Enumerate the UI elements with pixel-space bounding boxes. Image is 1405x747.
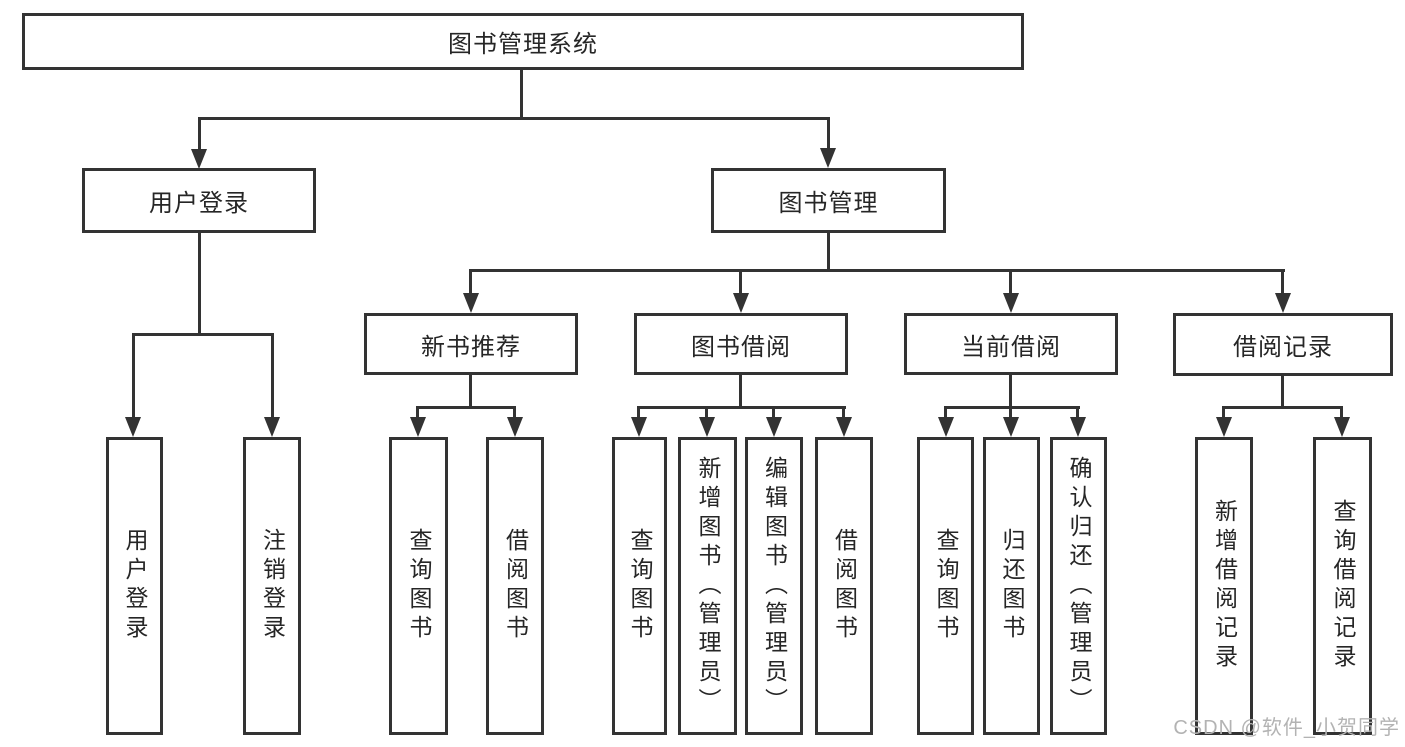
edge-to-current-confirm [1076,406,1079,418]
leaf-borrow-borrow-book-label: 借阅图书 [831,528,858,644]
edge-records-branch [1222,406,1343,409]
arrowhead-to-borrowing-borrow [836,417,852,437]
arrowhead-to-borrowing-records [1275,293,1291,313]
arrowhead-to-book-borrowing [733,293,749,313]
leaf-current-return-book: 归还图书 [983,437,1040,735]
arrowhead-to-borrowing-query [631,417,647,437]
leaf-recommend-borrow-book: 借阅图书 [486,437,544,735]
leaf-records-query-record-label: 查询借阅记录 [1330,499,1356,673]
edge-to-records-query [1340,406,1343,418]
edge-current-branch [944,406,1080,409]
leaf-borrow-edit-book-admin-label: 编辑图书（管理员） [761,455,788,717]
edge-current-stem [1009,375,1012,408]
leaf-user-login-label: 用户登录 [122,528,148,644]
edge-root-to-book-management [827,117,830,149]
edge-book-management-stem [827,231,830,271]
arrowhead-to-recommend-query [410,417,426,437]
edge-user-login-stem [198,232,201,335]
edge-root-branch [198,117,830,120]
arrowhead-to-leaf-user-login [125,417,141,437]
node-current-borrowing: 当前借阅 [904,313,1118,375]
leaf-logout: 注销登录 [243,437,301,735]
arrowhead-to-current-query [938,417,954,437]
leaf-records-query-record: 查询借阅记录 [1313,437,1372,735]
arrowhead-to-current-confirm [1070,417,1086,437]
edge-root-stem [520,69,523,119]
node-borrowing-records: 借阅记录 [1173,313,1393,376]
edge-to-leaf-user-login [132,333,135,418]
edge-to-borrowing-borrow [842,406,845,418]
leaf-borrow-add-book-admin: 新增图书（管理员） [678,437,737,735]
arrowhead-to-borrowing-edit [766,417,782,437]
leaf-current-confirm-return-admin-label: 确认归还（管理员） [1066,455,1092,717]
leaf-current-return-book-label: 归还图书 [999,528,1025,644]
edge-to-new-book-recommendation [469,269,472,294]
leaf-recommend-query-book-label: 查询图书 [406,528,432,644]
arrowhead-to-borrowing-add [699,417,715,437]
leaf-current-query-book-label: 查询图书 [933,528,959,644]
leaf-records-add-record: 新增借阅记录 [1195,437,1253,735]
node-book-management: 图书管理 [711,168,946,233]
node-new-book-recommendation: 新书推荐 [364,313,578,375]
edge-user-login-branch [132,333,274,336]
arrowhead-to-user-login [191,149,207,169]
leaf-current-query-book: 查询图书 [917,437,974,735]
edge-borrowing-stem [739,375,742,408]
edge-root-to-user-login [198,117,201,150]
leaf-borrow-edit-book-admin: 编辑图书（管理员） [745,437,803,735]
edge-recommend-stem [469,375,472,408]
leaf-current-confirm-return-admin: 确认归还（管理员） [1050,437,1107,735]
arrowhead-to-records-add [1216,417,1232,437]
edge-to-leaf-logout [271,333,274,418]
edge-records-stem [1281,375,1284,408]
leaf-logout-label: 注销登录 [259,528,286,644]
arrowhead-to-current-return [1003,417,1019,437]
arrowhead-to-leaf-logout [264,417,280,437]
edge-to-current-query [944,406,947,418]
edge-to-borrowing-records [1281,269,1284,294]
edge-borrowing-branch [637,406,846,409]
edge-to-book-borrowing [739,269,742,294]
arrowhead-to-book-management [820,148,836,168]
arrowhead-to-current-borrowing [1003,293,1019,313]
node-user-login: 用户登录 [82,168,316,233]
csdn-watermark: CSDN @软件_小贺同学 [1173,717,1400,739]
edge-recommend-branch [416,406,516,409]
edge-to-current-borrowing [1009,269,1012,294]
arrowhead-to-records-query [1334,417,1350,437]
leaf-borrow-query-book: 查询图书 [612,437,667,735]
edge-to-recommend-query [416,406,419,418]
leaf-borrow-query-book-label: 查询图书 [627,528,653,644]
edge-to-current-return [1009,406,1012,418]
leaf-recommend-borrow-book-label: 借阅图书 [502,528,529,644]
node-library-management-system: 图书管理系统 [22,13,1024,70]
node-book-borrowing: 图书借阅 [634,313,848,375]
edge-to-records-add [1222,406,1225,418]
leaf-recommend-query-book: 查询图书 [389,437,448,735]
edge-to-borrowing-query [637,406,640,418]
leaf-borrow-add-book-admin-label: 新增图书（管理员） [695,455,721,717]
edge-to-borrowing-edit [772,406,775,418]
edge-to-borrowing-add [705,406,708,418]
leaf-borrow-borrow-book: 借阅图书 [815,437,873,735]
leaf-user-login: 用户登录 [106,437,163,735]
leaf-records-add-record-label: 新增借阅记录 [1211,499,1238,673]
edge-to-recommend-borrow [513,406,516,418]
edge-book-management-branch [469,269,1285,272]
arrowhead-to-recommend-borrow [507,417,523,437]
arrowhead-to-new-book-recommendation [463,293,479,313]
